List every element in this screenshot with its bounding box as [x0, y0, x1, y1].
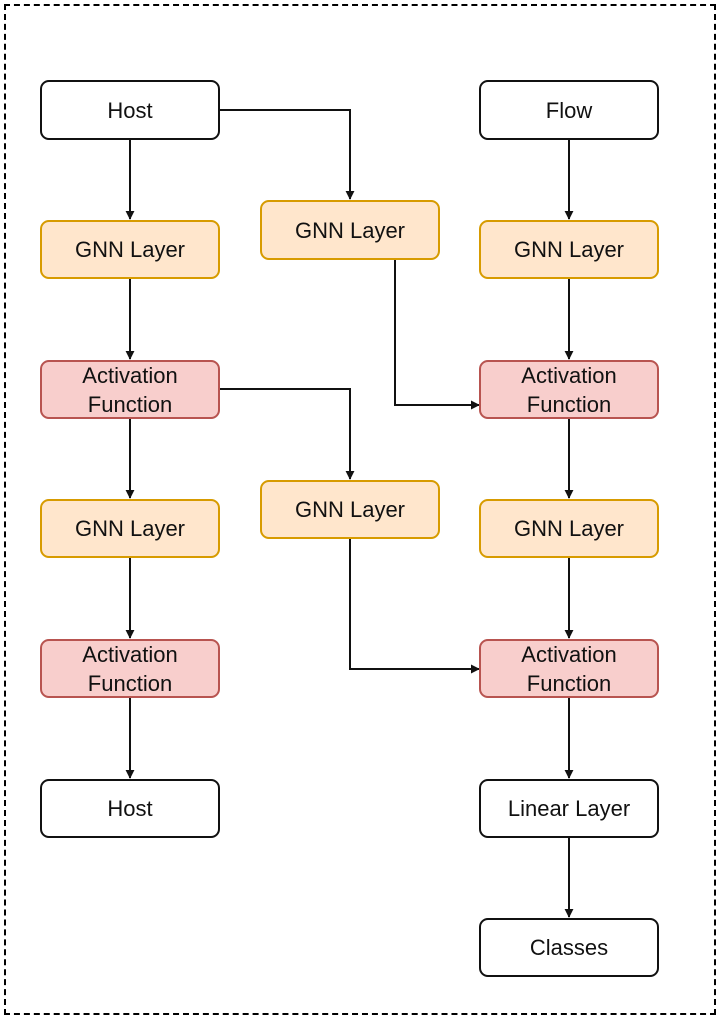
gnn-layer-middle-2-label: GNN Layer [294, 497, 406, 522]
activation-function-right-1-label: Activation Function [521, 362, 617, 417]
host-output-node: Host [40, 779, 220, 838]
activation-function-right-1: Activation Function [479, 360, 659, 419]
gnn-layer-left-1: GNN Layer [40, 220, 220, 279]
flow-input-label: Flow [545, 97, 593, 123]
gnn-layer-middle-2: GNN Layer [260, 480, 440, 539]
activation-function-left-2: Activation Function [40, 639, 220, 698]
host-input-node: Host [40, 80, 220, 140]
gnn-layer-middle-1: GNN Layer [260, 200, 440, 260]
classes-label: Classes [529, 935, 609, 960]
edge-gnn-middle-1-to-activation-right-1 [394, 260, 480, 410]
activation-function-left-1: Activation Function [40, 360, 220, 419]
gnn-layer-left-1-label: GNN Layer [74, 237, 186, 262]
classes-node: Classes [479, 918, 659, 977]
gnn-layer-right-1-label: GNN Layer [513, 237, 625, 262]
activation-function-right-2-label: Activation Function [521, 641, 617, 696]
activation-function-left-1-label: Activation Function [82, 362, 178, 417]
linear-layer-label: Linear Layer [507, 796, 631, 821]
host-output-label: Host [107, 796, 153, 821]
gnn-layer-left-2-label: GNN Layer [74, 516, 186, 541]
activation-function-right-2: Activation Function [479, 639, 659, 698]
gnn-layer-right-1: GNN Layer [479, 220, 659, 279]
edge-host-to-gnn-middle-1 [220, 109, 355, 200]
diagram-frame [4, 4, 716, 1015]
gnn-layer-right-2-label: GNN Layer [513, 516, 625, 541]
activation-function-left-2-label: Activation Function [82, 641, 178, 696]
gnn-layer-middle-1-label: GNN Layer [294, 217, 406, 243]
edge-activation-left-1-to-gnn-middle-2 [220, 388, 355, 480]
gnn-layer-right-2: GNN Layer [479, 499, 659, 558]
edge-gnn-middle-2-to-activation-right-2 [349, 539, 480, 674]
gnn-layer-left-2: GNN Layer [40, 499, 220, 558]
flow-input-node: Flow [479, 80, 659, 140]
host-input-label: Host [107, 97, 153, 123]
linear-layer-node: Linear Layer [479, 779, 659, 838]
